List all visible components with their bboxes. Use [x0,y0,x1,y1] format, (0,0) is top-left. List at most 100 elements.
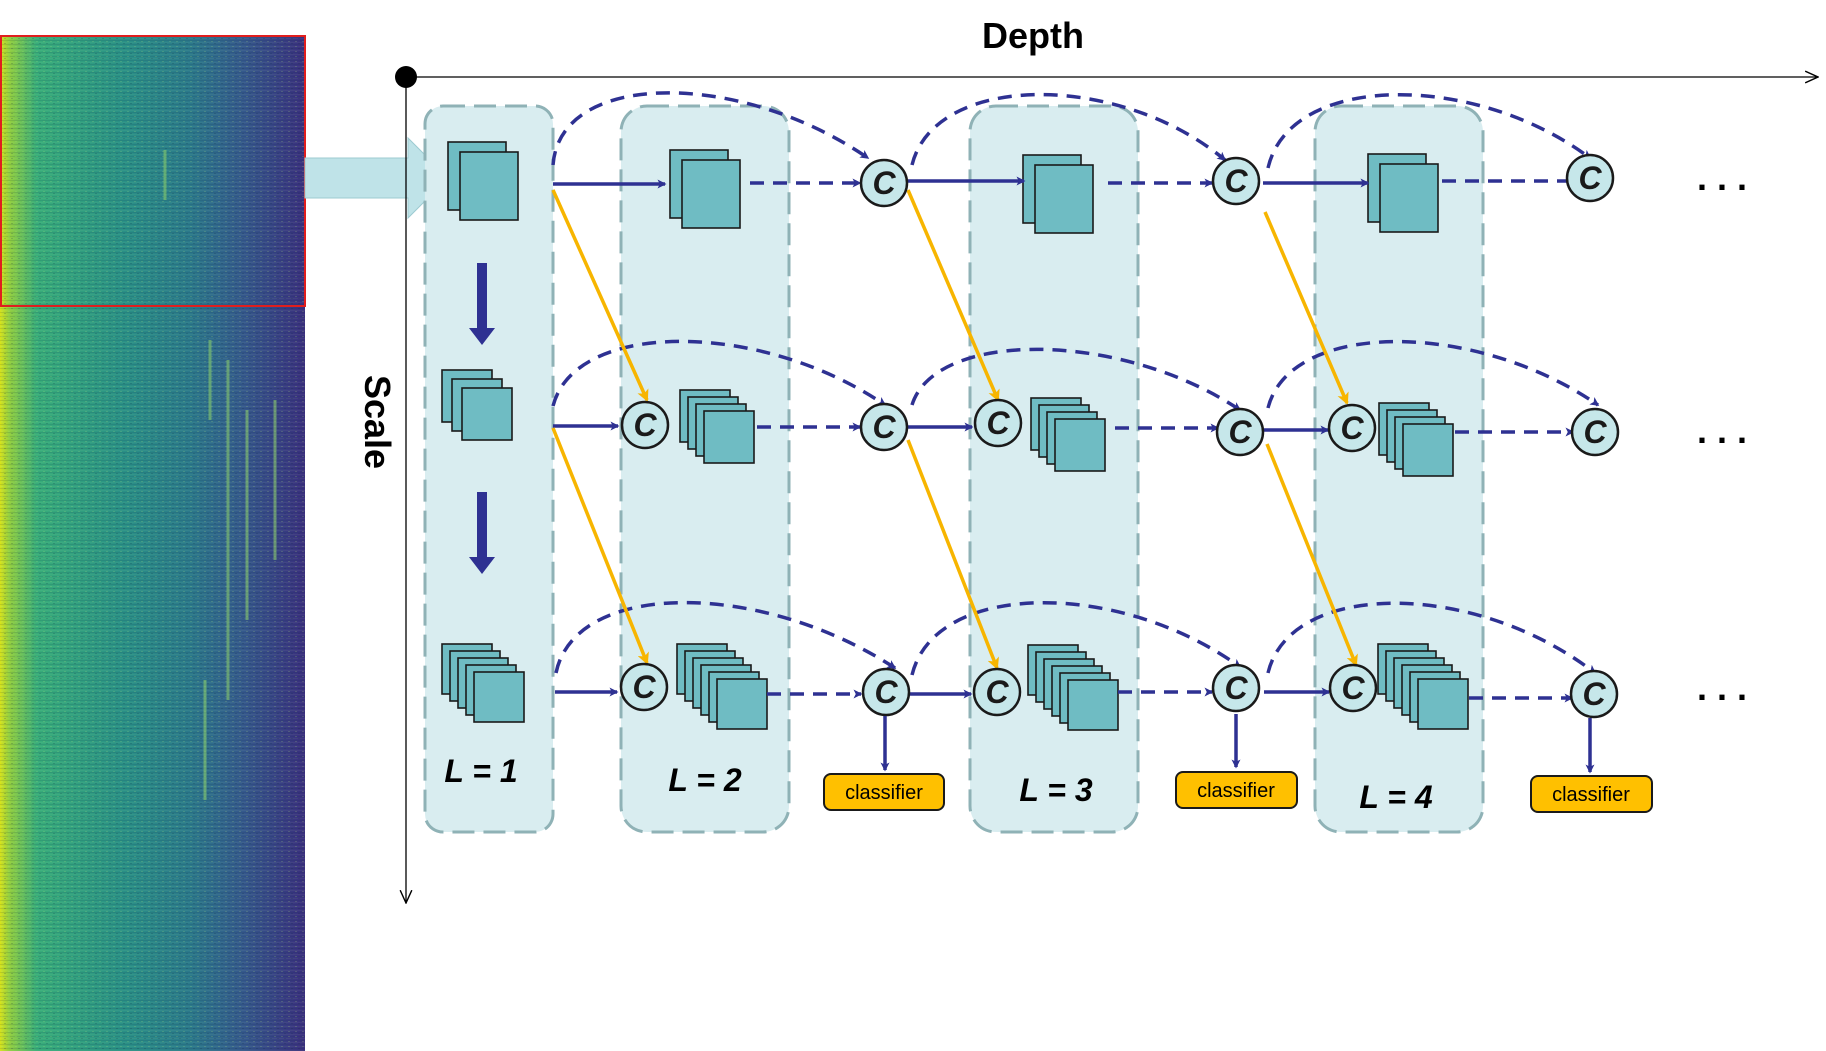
concat-node-circle [1211,663,1261,713]
concat-node-circle [1569,669,1619,719]
feature-map [681,159,741,229]
skip-arc [910,601,1242,676]
feature-map [716,678,768,730]
axis-origin [395,66,417,88]
feature-maps [441,141,1469,731]
concat-symbol: C [1578,160,1602,196]
skip-arc [910,92,1227,166]
concat-node: C [619,662,669,712]
level-column-3 [968,104,1140,834]
skip-arc [551,91,870,166]
concat-symbol: C [633,407,657,443]
concat-symbol: C [872,409,896,445]
level-labels: L = 1 L = 2 L = 3 L = 4 [444,753,1432,815]
concat-node: C [1565,153,1615,203]
strided-arrow [551,427,649,665]
level-columns [423,104,1485,834]
concat-node-circle [861,667,911,717]
feature-map [1402,423,1454,477]
concat-node-circle [859,402,909,452]
classifier-box: classifier [1175,771,1298,809]
concat-node: C [1328,663,1378,713]
downsample-arrows [469,263,495,574]
downsample-arrow-head [469,557,495,574]
feature-map [1034,164,1094,234]
concat-nodes: C C C C C C C C C C C C C C C [619,153,1620,719]
strided-arrow [551,189,649,402]
concat-node: C [1211,156,1261,206]
concat-node-circle [1565,153,1615,203]
scale-axis-title: Scale [357,375,398,469]
skip-arc [1266,339,1600,409]
concat-symbol: C [985,674,1009,710]
concat-symbol: C [1228,414,1252,450]
strided-arrow [906,439,999,670]
skip-arc [1266,601,1597,675]
skip-arc [551,339,887,407]
feature-map-stack [1022,154,1094,234]
classifier-label: classifier [845,782,923,804]
concat-node-circle [973,398,1023,448]
concat-node-circle [1328,663,1378,713]
concat-node: C [1570,407,1620,457]
feature-map [1054,418,1106,472]
feature-map-stack [1378,402,1454,477]
downsample-arrow-head [469,328,495,345]
concat-symbol: C [1224,163,1248,199]
concat-node-circle [619,662,669,712]
feature-map [459,151,519,221]
concat-node-circle [1215,407,1265,457]
feature-map-stack [441,643,525,723]
level-label-2: L = 2 [668,762,741,798]
feature-map-stack [447,141,519,221]
concat-node: C [620,400,670,450]
concat-node: C [859,402,909,452]
concat-node: C [972,667,1022,717]
dense-skip-arcs [551,91,1600,676]
strided-connections [551,189,1358,670]
strided-arrow [906,189,1000,402]
concat-node: C [861,667,911,717]
concat-node: C [859,158,909,208]
feature-map [1417,678,1469,730]
concat-node-circle [620,400,670,450]
concat-symbol: C [1340,410,1364,446]
feature-map-stack [1377,643,1469,730]
feature-map-stack [676,643,768,730]
concat-node-circle [1570,407,1620,457]
concat-node: C [1211,663,1261,713]
feature-map-stack [1030,397,1106,472]
feature-map [1067,679,1119,731]
depth-axis-title: Depth [982,15,1084,56]
concat-node-circle [972,667,1022,717]
concat-symbol: C [1341,670,1365,706]
classifier-box: classifier [1530,775,1653,813]
spectrogram-streaks [163,150,277,800]
concat-symbol: C [1224,670,1248,706]
continuation-dots: . . . . . . . . . [1697,157,1747,708]
spectrogram [0,35,306,1051]
feature-map-stack [1367,153,1439,233]
solid-connections [553,176,1370,699]
level-label-4: L = 4 [1359,779,1432,815]
feature-map [703,410,755,464]
continuation-dots-row-2: . . . [1697,410,1747,451]
skip-arc [910,347,1242,412]
concat-node: C [1215,407,1265,457]
strided-arrow [1263,211,1349,405]
concat-node-circle [859,158,909,208]
axes: Depth Scale [357,15,1818,903]
concat-node: C [973,398,1023,448]
concat-node-circle [1211,156,1261,206]
concat-node: C [1327,403,1377,453]
concat-symbol: C [1582,676,1606,712]
concat-symbol: C [986,405,1010,441]
feature-map-stack [1027,644,1119,731]
classifier-heads: classifier classifier classifier [823,714,1653,813]
continuation-dots-row-1: . . . [1697,157,1747,198]
feature-map [473,671,525,723]
concat-symbol: C [872,165,896,201]
concat-node: C [1569,669,1619,719]
feature-map [1379,163,1439,233]
